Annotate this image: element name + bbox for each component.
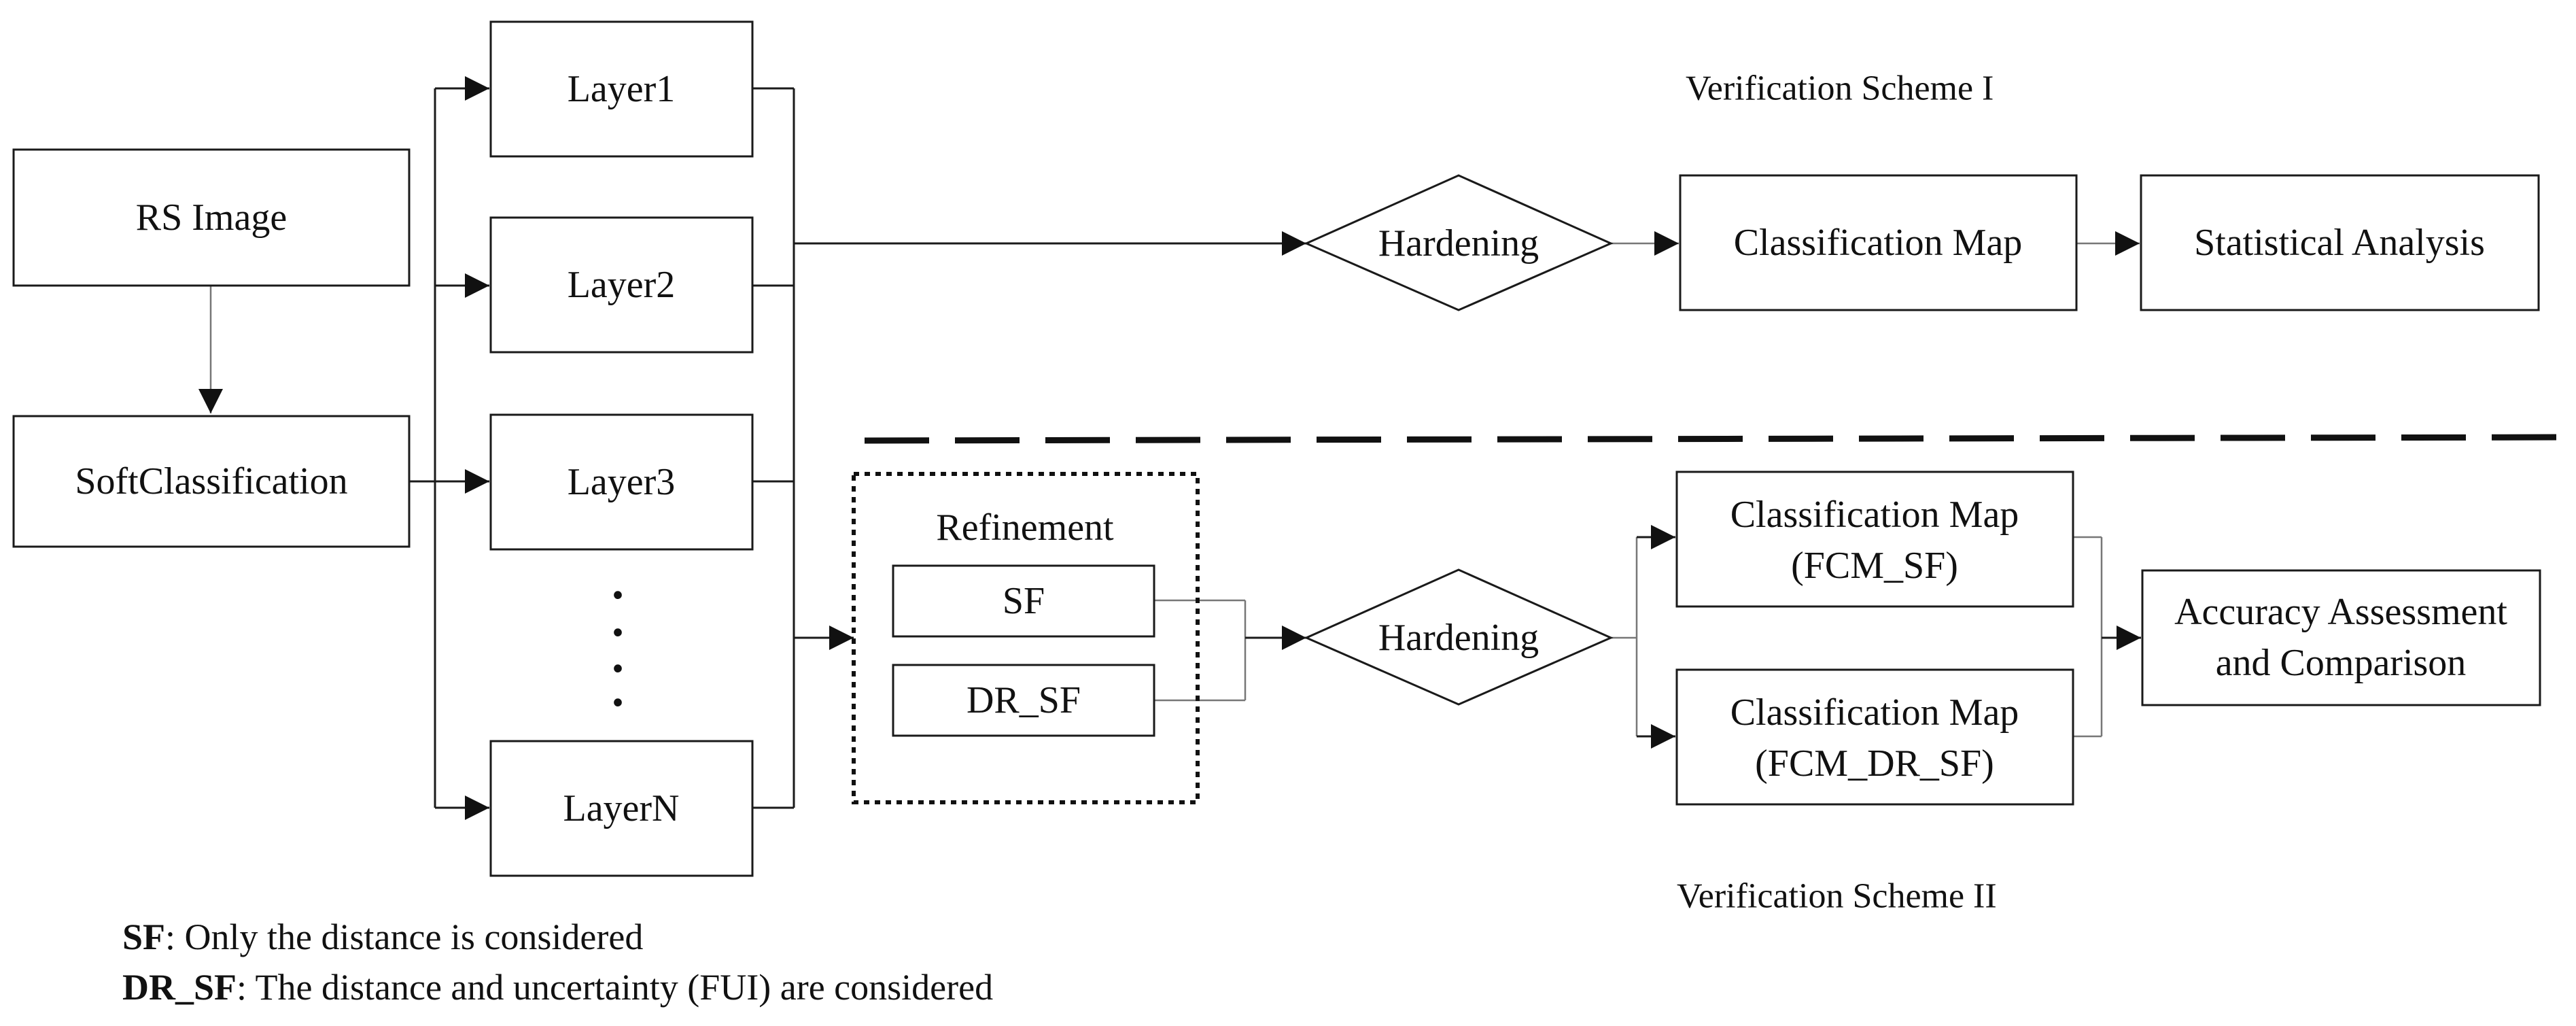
fcm-sf-label-line2: (FCM_SF): [1791, 545, 1958, 587]
ellipsis-dot-2: ·: [610, 605, 626, 660]
accuracy-label-line2: and Comparison: [2216, 642, 2467, 684]
dr-sf-label: DR_SF: [967, 679, 1081, 721]
node-hardening-2: Hardening: [1304, 568, 1614, 706]
legend-term-sf: SF: [122, 917, 165, 957]
node-layer3: Layer3: [489, 413, 754, 551]
layer1-label: Layer1: [568, 68, 676, 110]
node-hardening-1: Hardening: [1304, 174, 1614, 311]
hardening-2-label: Hardening: [1378, 617, 1539, 659]
node-classification-map-fcm-sf: Classification Map (FCM_SF): [1675, 471, 2074, 608]
legend-item-sf: SF: Only the distance is considered: [122, 917, 643, 957]
node-dr-sf: DR_SF: [892, 664, 1155, 737]
node-layer1: Layer1: [489, 20, 754, 158]
layer-ellipsis: · · · ·: [610, 568, 626, 730]
refinement-label: Refinement: [936, 507, 1114, 549]
node-rs-image: RS Image: [12, 148, 411, 287]
accuracy-label-line1: Accuracy Assessment: [2174, 591, 2507, 633]
node-sf: SF: [892, 564, 1155, 638]
fcm-sf-label-line1: Classification Map: [1730, 494, 2019, 536]
node-statistical-analysis: Statistical Analysis: [2140, 174, 2540, 311]
node-classification-map: Classification Map: [1679, 174, 2078, 311]
legend-definition-dr-sf: : The distance and uncertainty (FUI) are…: [237, 967, 993, 1008]
soft-classification-label: SoftClassification: [75, 460, 347, 502]
connectors: [198, 76, 2141, 820]
legend-item-dr-sf: DR_SF: The distance and uncertainty (FUI…: [122, 967, 993, 1008]
layer3-label: Layer3: [568, 461, 676, 503]
node-accuracy-assessment: Accuracy Assessment and Comparison: [2141, 569, 2541, 706]
node-soft-classification: SoftClassification: [12, 415, 411, 548]
hardening-1-label: Hardening: [1378, 222, 1539, 264]
node-refinement: Refinement: [852, 472, 1200, 804]
scheme-separator: [864, 434, 2576, 444]
node-layer2: Layer2: [489, 216, 754, 354]
layer2-label: Layer2: [568, 264, 676, 306]
node-classification-map-fcm-dr-sf: Classification Map (FCM_DR_SF): [1675, 668, 2074, 806]
classification-map-label: Classification Map: [1734, 222, 2023, 264]
fcm-dr-sf-label-line2: (FCM_DR_SF): [1755, 742, 1994, 785]
layerN-label: LayerN: [563, 787, 679, 830]
scheme-1-label: Verification Scheme I: [1686, 69, 1994, 108]
ellipsis-dot-4: ·: [610, 675, 626, 730]
legend-term-dr-sf: DR_SF: [122, 967, 237, 1008]
sf-label: SF: [1003, 580, 1045, 622]
legend: SF: Only the distance is considered DR_S…: [122, 917, 993, 1008]
node-layerN: LayerN: [489, 740, 754, 877]
rs-image-label: RS Image: [136, 196, 287, 239]
ellipsis-dot-1: ·: [610, 568, 626, 622]
statistical-analysis-label: Statistical Analysis: [2194, 222, 2485, 264]
fcm-dr-sf-label-line1: Classification Map: [1730, 691, 2019, 734]
ellipsis-dot-3: ·: [610, 641, 626, 696]
legend-definition-sf: : Only the distance is considered: [165, 917, 643, 957]
scheme-2-label: Verification Scheme II: [1677, 877, 1997, 916]
